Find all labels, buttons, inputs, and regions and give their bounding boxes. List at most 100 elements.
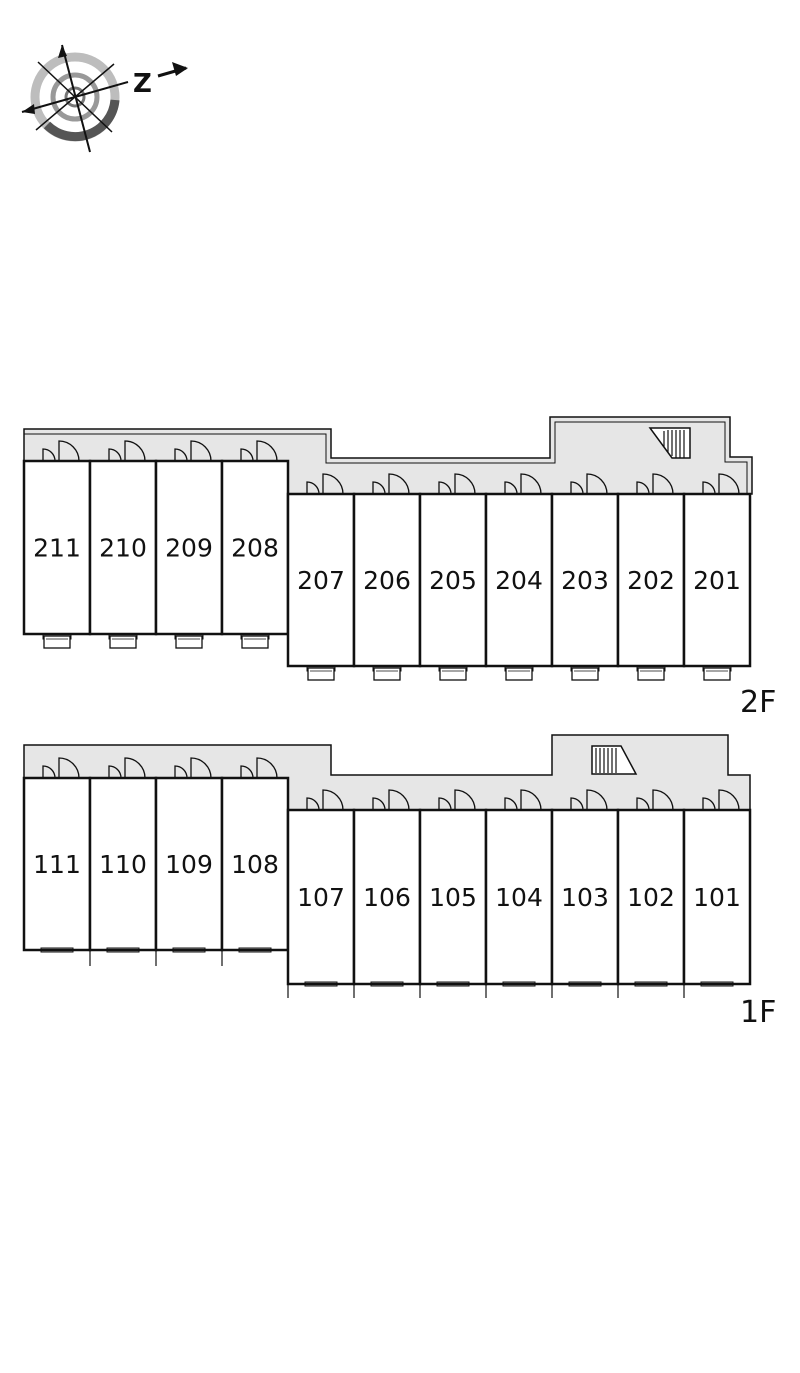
door-icon — [520, 789, 542, 811]
room-203: 203 — [550, 473, 620, 681]
room-201: 201 — [682, 473, 752, 681]
window-icon — [502, 981, 536, 987]
room-208: 208 — [220, 440, 290, 649]
room-211: 211 — [22, 440, 92, 649]
balcony — [439, 667, 467, 681]
door-icon — [372, 481, 386, 495]
room-number-label: 106 — [363, 883, 411, 912]
window-icon — [634, 981, 668, 987]
room-106: 106 — [352, 789, 422, 998]
door-icon — [520, 473, 542, 495]
room-number-label: 110 — [99, 850, 147, 879]
door-icon — [190, 757, 212, 779]
door-icon — [256, 440, 278, 462]
door-icon — [322, 473, 344, 495]
room-102: 102 — [616, 789, 686, 998]
window-icon — [172, 947, 206, 953]
door-icon — [124, 757, 146, 779]
room-207: 207 — [286, 473, 356, 681]
compass-north-icon — [21, 44, 188, 153]
balcony — [241, 635, 269, 649]
door-icon — [438, 481, 452, 495]
door-icon — [636, 797, 650, 811]
door-icon — [570, 481, 584, 495]
compass-letter: Z — [133, 69, 152, 99]
door-icon — [702, 481, 716, 495]
door-icon — [174, 765, 188, 779]
door-icon — [438, 797, 452, 811]
room-number-label: 104 — [495, 883, 543, 912]
door-icon — [702, 797, 716, 811]
balcony — [43, 635, 71, 649]
window-icon — [436, 981, 470, 987]
room-107: 107 — [286, 789, 356, 998]
room-number-label: 102 — [627, 883, 675, 912]
room-110: 110 — [88, 757, 158, 966]
staircase-icon — [648, 427, 691, 459]
room-101: 101 — [682, 789, 752, 998]
room-number-label: 202 — [627, 566, 675, 595]
room-number-label: 210 — [99, 534, 147, 563]
room-111: 111 — [22, 757, 92, 953]
window-icon — [238, 947, 272, 953]
room-206: 206 — [352, 473, 422, 681]
door-icon — [306, 481, 320, 495]
door-icon — [240, 448, 254, 462]
door-icon — [190, 440, 212, 462]
room-number-label: 101 — [693, 883, 741, 912]
room-number-label: 208 — [231, 534, 279, 563]
room-number-label: 108 — [231, 850, 279, 879]
window-icon — [304, 981, 338, 987]
floor-label-1f: 1F — [740, 995, 776, 1030]
balcony — [307, 667, 335, 681]
room-205: 205 — [418, 473, 488, 681]
staircase-icon — [591, 745, 638, 775]
door-icon — [108, 448, 122, 462]
compass: Z — [21, 44, 188, 153]
room-number-label: 105 — [429, 883, 477, 912]
room-row-2f: 211 210 209 208 207 206 205 204 203 202 201 — [22, 440, 752, 681]
room-number-label: 211 — [33, 534, 81, 563]
room-204: 204 — [484, 473, 554, 681]
door-icon — [570, 797, 584, 811]
window-icon — [700, 981, 734, 987]
room-202: 202 — [616, 473, 686, 681]
room-number-label: 203 — [561, 566, 609, 595]
room-number-label: 201 — [693, 566, 741, 595]
door-icon — [652, 473, 674, 495]
room-209: 209 — [154, 440, 224, 649]
door-icon — [108, 765, 122, 779]
door-icon — [586, 473, 608, 495]
door-icon — [42, 448, 56, 462]
room-number-label: 205 — [429, 566, 477, 595]
room-number-label: 206 — [363, 566, 411, 595]
room-number-label: 209 — [165, 534, 213, 563]
room-number-label: 204 — [495, 566, 543, 595]
room-number-label: 107 — [297, 883, 345, 912]
door-icon — [42, 765, 56, 779]
door-icon — [652, 789, 674, 811]
balcony — [637, 667, 665, 681]
window-icon — [568, 981, 602, 987]
door-icon — [256, 757, 278, 779]
door-icon — [504, 797, 518, 811]
room-108: 108 — [220, 757, 290, 966]
balcony — [571, 667, 599, 681]
door-icon — [306, 797, 320, 811]
door-icon — [586, 789, 608, 811]
balcony — [373, 667, 401, 681]
room-number-label: 111 — [33, 850, 81, 879]
window-icon — [106, 947, 140, 953]
door-icon — [58, 440, 80, 462]
window-icon — [40, 947, 74, 953]
door-icon — [372, 797, 386, 811]
room-number-label: 207 — [297, 566, 345, 595]
room-210: 210 — [88, 440, 158, 649]
balcony — [175, 635, 203, 649]
door-icon — [240, 765, 254, 779]
room-103: 103 — [550, 789, 620, 998]
